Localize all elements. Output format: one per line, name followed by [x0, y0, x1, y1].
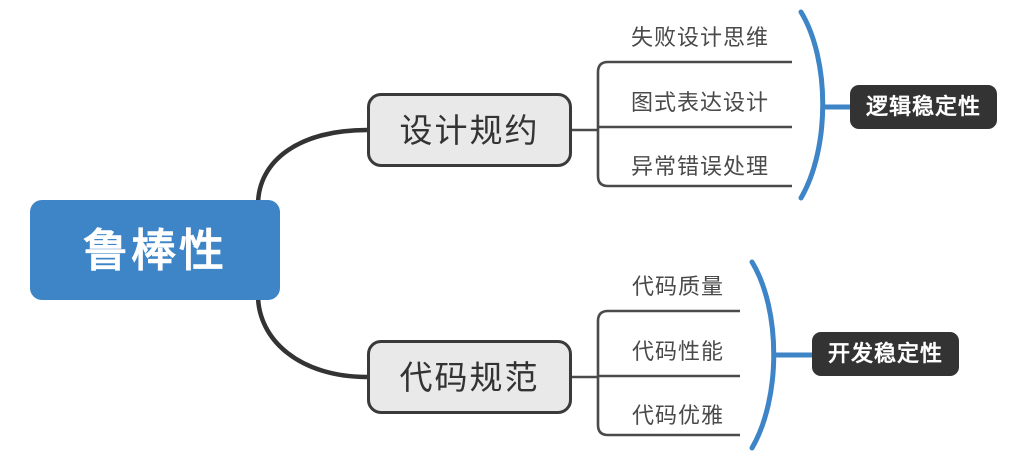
- leaf-design-2[interactable]: 异常错误处理: [631, 154, 770, 179]
- badge-logic-stability-label: 逻辑稳定性: [866, 94, 982, 119]
- leaf-code-2[interactable]: 代码优雅: [632, 403, 725, 428]
- root-node[interactable]: 鲁棒性: [30, 200, 280, 300]
- leaf-code-0[interactable]: 代码质量: [632, 274, 725, 299]
- leaf-design-1[interactable]: 图式表达设计: [631, 90, 770, 115]
- branch-node-code[interactable]: 代码规范: [367, 340, 572, 414]
- badge-logic-stability[interactable]: 逻辑稳定性: [850, 85, 998, 129]
- root-node-label: 鲁棒性: [82, 224, 227, 276]
- badge-dev-stability[interactable]: 开发稳定性: [812, 332, 960, 376]
- branch-node-code-label: 代码规范: [399, 358, 540, 396]
- badge-dev-stability-label: 开发稳定性: [828, 341, 944, 366]
- branch-node-design[interactable]: 设计规约: [367, 93, 572, 167]
- brace-design: [798, 9, 826, 201]
- branch-node-design-label: 设计规约: [399, 111, 540, 149]
- brace-code: [749, 259, 777, 451]
- leaf-design-0[interactable]: 失败设计思维: [631, 25, 770, 50]
- connector-root-to-design: [255, 127, 370, 208]
- leaf-code-1[interactable]: 代码性能: [632, 339, 725, 364]
- connector-root-to-code: [255, 292, 370, 380]
